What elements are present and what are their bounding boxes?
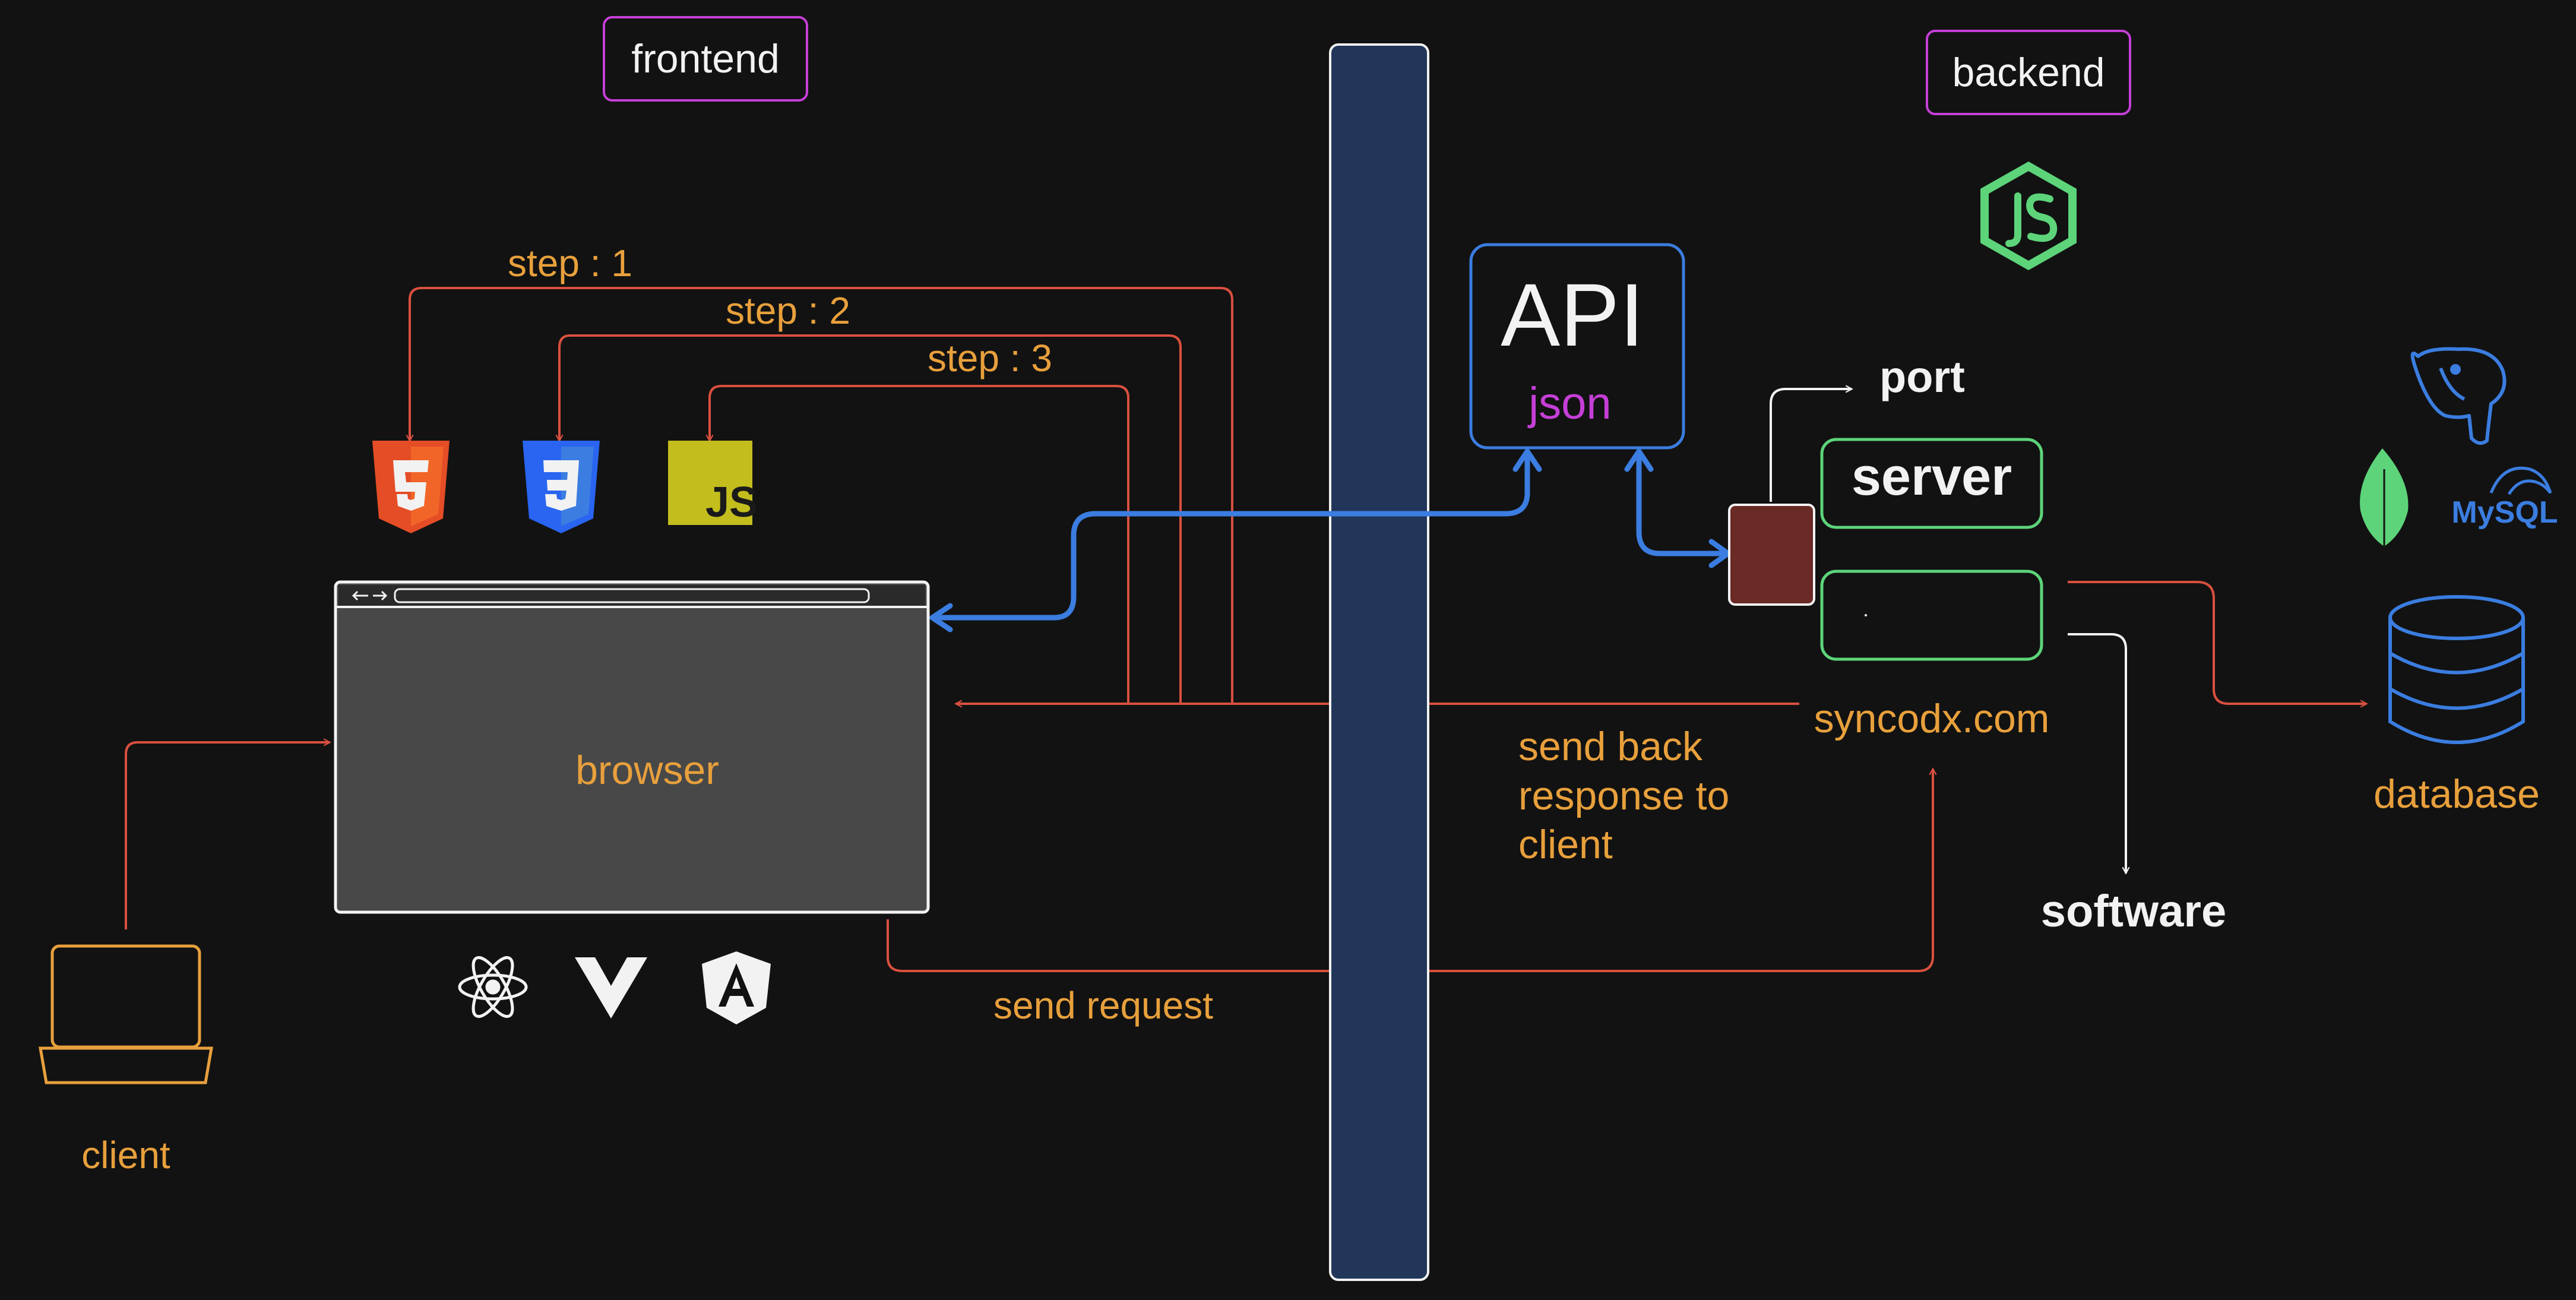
- angular-icon: [702, 951, 771, 1024]
- api-box: API json: [1469, 243, 1685, 450]
- software-arrow: [2068, 633, 2126, 873]
- step3-label: step : 3: [928, 337, 1052, 379]
- vue-icon: [575, 957, 647, 1019]
- step1-label: step : 1: [508, 242, 632, 284]
- postgresql-icon: [2410, 347, 2507, 445]
- css3-icon: [523, 441, 600, 533]
- network-divider-panel: [1329, 43, 1429, 1281]
- domain-label: syncodx.com: [1814, 696, 2050, 741]
- js-icon: JS: [668, 441, 758, 526]
- step1-arrow: [410, 287, 1233, 704]
- svg-text:JS: JS: [705, 479, 758, 526]
- html5-icon: [372, 441, 450, 533]
- step3-arrow: [710, 385, 1129, 704]
- step2-label: step : 2: [726, 289, 850, 332]
- browser-window: browser: [334, 580, 930, 914]
- laptop-icon: [39, 944, 213, 1084]
- server-instance-box: [1820, 570, 2043, 661]
- react-icon: [458, 956, 528, 1019]
- nav-arrows-icon: [352, 590, 388, 601]
- address-bar: [394, 588, 870, 603]
- json-label: json: [1527, 378, 1611, 429]
- software-label: software: [2041, 886, 2227, 937]
- server-box: server: [1820, 438, 2043, 529]
- svg-text:backend: backend: [1952, 50, 2105, 95]
- svg-text:client: client: [1518, 822, 1613, 867]
- nodejs-icon: [1980, 161, 2077, 271]
- database-icon: [2388, 595, 2525, 744]
- server-label: server: [1852, 447, 2012, 507]
- svg-text:response to: response to: [1518, 773, 1729, 818]
- browser-label: browser: [575, 748, 719, 793]
- client-to-browser-arrow: [125, 742, 330, 929]
- mongodb-icon: [2360, 448, 2409, 552]
- send-back-response-label: send back response to client: [1518, 724, 1729, 867]
- send-request-label: send request: [993, 984, 1213, 1027]
- database-label: database: [2374, 771, 2540, 817]
- svg-text:send back: send back: [1518, 724, 1703, 769]
- mysql-icon: MySQL: [2451, 466, 2558, 530]
- port-arrow: [1770, 389, 1852, 502]
- svg-text:MySQL: MySQL: [2451, 495, 2558, 530]
- svg-text:frontend: frontend: [631, 36, 780, 81]
- client-label: client: [81, 1134, 170, 1176]
- port-box: [1728, 504, 1815, 606]
- step2-arrow: [559, 334, 1182, 704]
- server-to-database-arrow: [2068, 581, 2366, 704]
- backend-tag: backend: [1926, 30, 2131, 115]
- port-label: port: [1879, 352, 1965, 401]
- api-port-arrow: [1636, 450, 1731, 556]
- browser-api-arrow: [929, 450, 1530, 621]
- api-label: API: [1501, 265, 1644, 365]
- frontend-tag: frontend: [603, 16, 808, 102]
